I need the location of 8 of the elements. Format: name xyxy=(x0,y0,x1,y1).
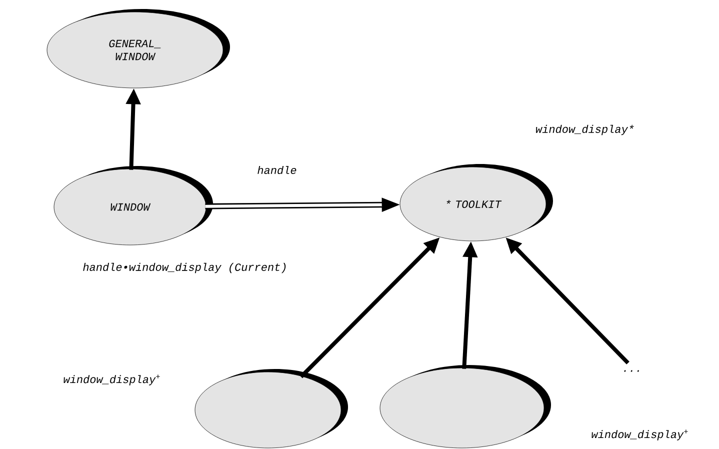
feature-label: handle•window_display (Current) xyxy=(83,262,286,274)
ellipsis-text: ... xyxy=(624,370,639,372)
class-ellipse xyxy=(194,368,348,448)
edge-label: handle xyxy=(258,166,296,174)
feature-label: window_display* xyxy=(536,124,634,136)
feature-label: window_display$^{+}$ xyxy=(592,430,688,440)
class-ellipse xyxy=(380,364,551,448)
feature-label: window_display$^{+}$ xyxy=(64,374,160,386)
